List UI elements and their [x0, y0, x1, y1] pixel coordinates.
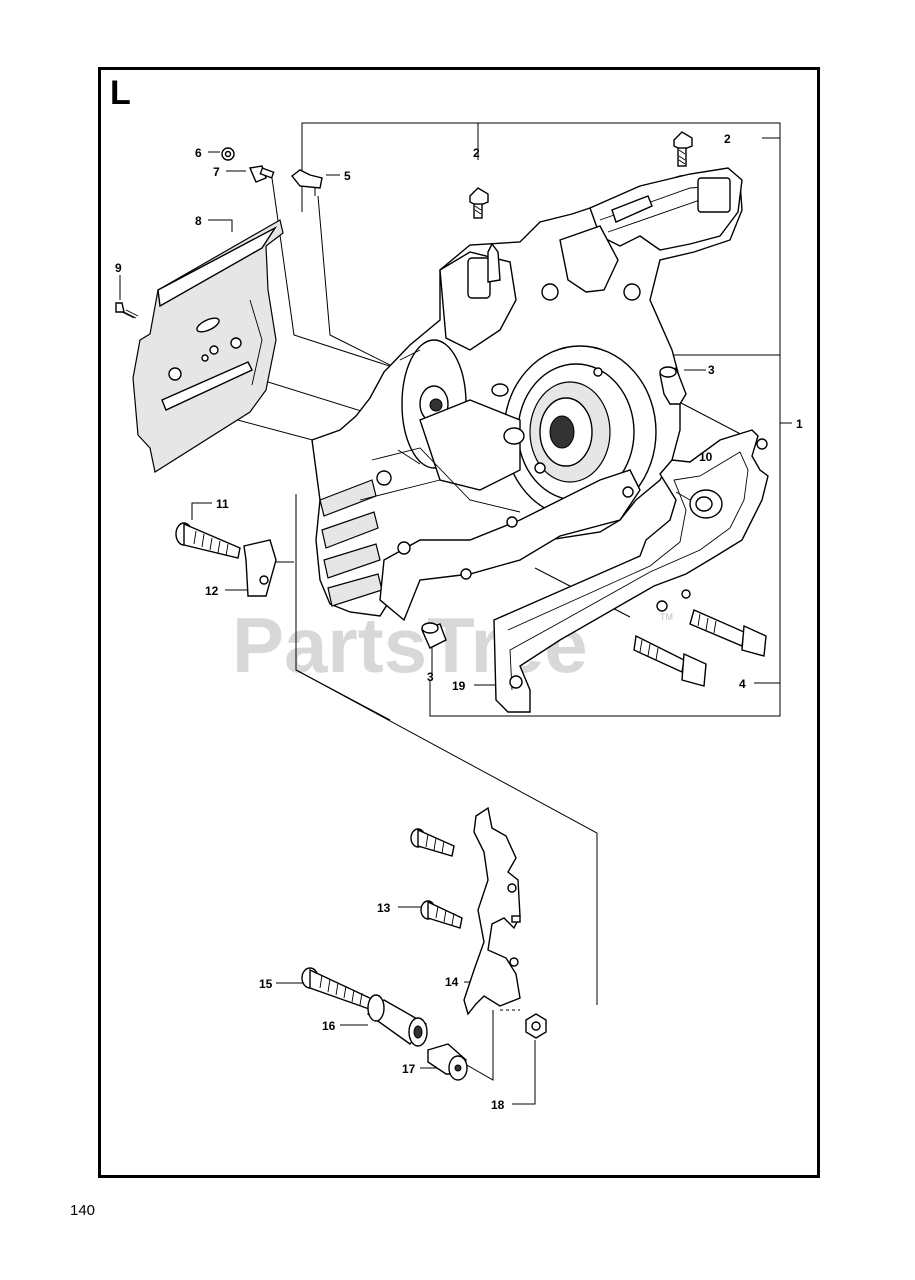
screw-11-nut-12 — [175, 522, 277, 597]
section-letter: L — [110, 74, 131, 112]
callout-7: 7 — [213, 165, 220, 179]
callout-19: 19 — [452, 679, 466, 693]
callout-18: 18 — [491, 1098, 505, 1112]
screw-13 — [410, 828, 463, 929]
callout-13: 13 — [377, 901, 391, 915]
callout-3b: 3 — [427, 670, 434, 684]
callout-3a: 3 — [708, 363, 715, 377]
callout-16: 16 — [322, 1019, 336, 1033]
callout-11: 11 — [216, 497, 229, 511]
callout-2b: 2 — [724, 132, 731, 146]
callout-6: 6 — [195, 146, 202, 160]
dowel-pin-3 — [421, 366, 687, 649]
callout-8: 8 — [195, 214, 202, 228]
guide-plate-8 — [132, 219, 284, 473]
diagram-frame — [98, 67, 820, 1178]
callout-15: 15 — [259, 977, 273, 991]
screw-4 — [633, 609, 767, 687]
callout-9: 9 — [115, 261, 122, 275]
callout-14: 14 — [445, 975, 459, 989]
crankcase-1 — [311, 167, 743, 622]
callout-17: 17 — [402, 1062, 416, 1076]
bolt-15 — [301, 967, 375, 1011]
spacer-16 — [366, 994, 428, 1047]
callout-labels: 1 2 2 3 3 4 5 6 7 8 9 10 11 12 13 14 15 … — [115, 132, 803, 1112]
callout-10: 10 — [699, 450, 713, 464]
screw-parts-top-left — [115, 147, 323, 319]
page-number: 140 — [70, 1202, 96, 1219]
watermark-trademark: TM — [660, 612, 673, 622]
sleeve-17 — [427, 1043, 468, 1081]
callout-1: 1 — [796, 417, 803, 431]
spike-bumper-14 — [463, 806, 521, 1016]
screw-2 — [469, 131, 693, 219]
callout-4: 4 — [739, 677, 746, 691]
nut-18 — [525, 1013, 547, 1039]
callout-12: 12 — [205, 584, 219, 598]
bolt-10 — [675, 489, 723, 519]
callout-5: 5 — [344, 169, 351, 183]
callout-2a: 2 — [473, 146, 480, 160]
